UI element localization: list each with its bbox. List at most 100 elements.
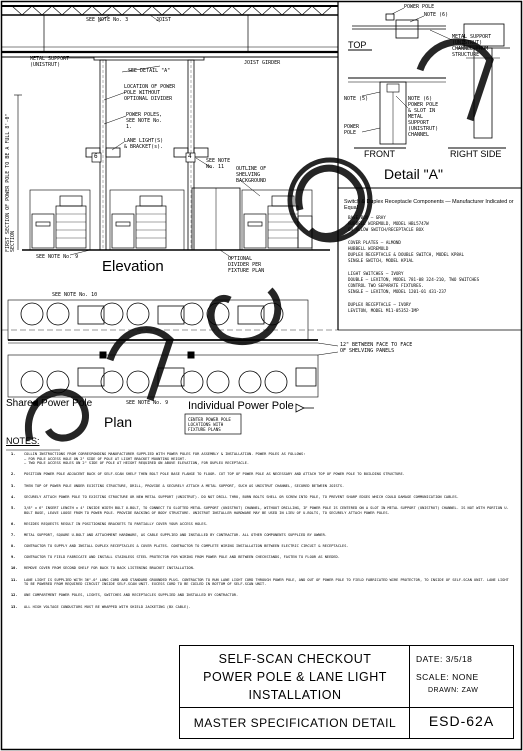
note-text: LANE LIGHT IS SUPPLIED WITH 36"-0" LONG … xyxy=(24,577,509,587)
note-item: 2. POSITION POWER POLE ADJACENT BACK OF S… xyxy=(8,472,513,477)
callout-optional-divider: OPTIONAL DIVIDER PER FIXTURE PLAN xyxy=(228,256,265,274)
components-title: Switch & Duplex Receptacle Components — … xyxy=(344,199,514,212)
note-item: 5. 3/8" x 6" INSERT LENGTH x 4" INSIDE WI… xyxy=(8,506,513,515)
note-number: 7. xyxy=(11,532,16,537)
title-block-info-cell: DATE: 3/5/18 SCALE: NONE DRAWN: ZAW xyxy=(410,646,513,708)
callout-joist: JOIST xyxy=(156,17,172,23)
callout-pole-location: LOCATION OF POWER POLE WITHOUT OPTIONAL … xyxy=(124,84,176,102)
note-number: 1. xyxy=(11,452,16,456)
note-sub-item: – TWO POLE ACCESS HOLES ON 2" SIDE OF PO… xyxy=(24,461,250,466)
note-number: 6. xyxy=(11,521,16,526)
detail-power-pole: POWER POLE xyxy=(344,124,360,136)
title-line-3: INSTALLATION xyxy=(248,688,342,702)
callout-see-note-3: SEE NOTE No. 3 xyxy=(86,17,129,23)
note-item: 10. REMOVE COVER FROM SECOND SHELF FOR BA… xyxy=(8,566,513,571)
callout-metal-support: METAL SUPPORT (UNISTRUT) xyxy=(30,56,70,68)
notes-heading: NOTES: xyxy=(6,436,40,446)
title-block-title-cell: SELF-SCAN CHECKOUT POWER POLE & LANE LIG… xyxy=(180,646,410,708)
detail-top-note: NOTE (6) xyxy=(424,12,449,18)
callout-first-section: FIRST SECTION OF POWER POLE TO BE A FULL… xyxy=(5,113,16,252)
component-line: DUPLEX RECEPTACLE — IVORY xyxy=(348,301,412,307)
note-text: METAL SUPPORT, SQUARE U-BOLT AND ATTACHM… xyxy=(24,532,327,537)
title-line-2: POWER POLE & LANE LIGHT xyxy=(203,670,387,684)
note-item: 3. THEN TOP OF POWER POLE UNDER EXISTING … xyxy=(8,484,513,489)
detail-metal-support: METAL SUPPORT (UNISTRUT) CHANNEL FROM ST… xyxy=(452,34,492,58)
master-spec-label: MASTER SPECIFICATION DETAIL xyxy=(193,716,397,730)
note-text: SECURELY ATTACH POWER POLE TO EXISTING S… xyxy=(24,494,459,499)
note-number: 13. xyxy=(11,604,18,609)
note-text: ONE COMPARTMENT POWER POLES, LIGHTS, SWI… xyxy=(24,593,239,598)
note-number: 9. xyxy=(11,555,16,560)
scale-value: NONE xyxy=(452,672,479,682)
component-line: HUBBELL WIREMOLD, MODEL HBL5747W xyxy=(348,221,429,227)
note-item: 13. ALL HIGH VOLTAGE CONDUCTORS MUST BE W… xyxy=(8,605,513,610)
drawing-number: ESD-62A xyxy=(428,713,495,729)
callout-power-poles: POWER POLES, SEE NOTE No. 1. xyxy=(126,112,163,130)
shared-power-pole-label: Shared Power Pole xyxy=(6,398,93,409)
title-block-master-cell: MASTER SPECIFICATION DETAIL xyxy=(180,708,410,738)
note-item: 7. METAL SUPPORT, SQUARE U-BOLT AND ATTAC… xyxy=(8,533,513,538)
component-line: SINGLE SWITCH, MODEL KP1AL xyxy=(348,258,414,264)
component-line: BASE BOX — GRAY xyxy=(348,215,386,220)
date-value: 3/5/18 xyxy=(445,654,473,664)
note-text: POSITION POWER POLE ADJACENT BACK OF SEL… xyxy=(24,472,405,477)
component-line: LIGHT SWITCHES — IVORY xyxy=(348,270,404,276)
individual-power-pole-label: Individual Power Pole xyxy=(188,400,294,412)
note-text: CONTRACTOR TO SUPPLY AND INSTALL DUPLEX … xyxy=(24,544,349,549)
note-number: 11. xyxy=(11,577,18,582)
note-item: 4. SECURELY ATTACH POWER POLE TO EXISTING… xyxy=(8,495,513,500)
note-text: ALL HIGH VOLTAGE CONDUCTORS MUST BE WRAP… xyxy=(24,604,191,609)
callout-lane-light: LANE LIGHT(S) & BRACKET(s). xyxy=(124,138,164,150)
copy-watermark xyxy=(24,38,494,442)
component-line: LEVITON, MODEL M11-05352-IMP xyxy=(348,307,419,313)
note-text: THEN TOP OF POWER POLE UNDER EXISTING ST… xyxy=(24,483,345,488)
detail-top-label: TOP xyxy=(348,40,367,50)
component-line: DOUBLE — LEVITON, MODEL 781-08 324-210, … xyxy=(348,276,480,282)
note-sub-item: – FOR POLE ACCESS HOLE ON 2" SIDE OF POL… xyxy=(24,456,187,461)
callout-face-spacing: 12" BETWEEN FACE TO FACE OF SHELVING PAN… xyxy=(340,342,413,354)
note-number: 4. xyxy=(11,494,16,499)
component-line: DUPLEX RECEPTACLE & DOUBLE SWITCH, MODEL… xyxy=(348,252,464,258)
dimension-4: 4 xyxy=(188,153,192,160)
callout-joist-girder: JOIST GIRDER xyxy=(244,60,281,66)
note-text: CONTRACTOR TO FIELD FABRICATE AND INSTAL… xyxy=(24,555,340,560)
note-item: 1. COLLIN INSTRUCTIONS FROM CORRESPONDING… xyxy=(8,452,513,466)
center-pole-note: CENTER POWER POLE LOCATIONS WITH FIXTURE… xyxy=(188,417,231,432)
detail-note-5: NOTE (5) xyxy=(344,96,369,102)
elevation-view xyxy=(2,5,338,259)
component-line: SINGLE — LEVITON, MODEL 1201-01 431-237 xyxy=(348,289,447,295)
note-item: 6. RESIDES REQUESTS RESULT IN POSITIONING… xyxy=(8,522,513,527)
callout-see-note-10: SEE NOTE No. 10 xyxy=(52,292,98,298)
callout-see-note-9-elev: SEE NOTE No. 9 xyxy=(36,254,79,260)
component-line: OR ALLOW SWITCH/RECEPTACLE BOX xyxy=(348,227,424,233)
note-text: COLLIN INSTRUCTIONS FROM CORRESPONDING M… xyxy=(24,452,306,456)
scale-label: SCALE: xyxy=(416,672,450,682)
title-block-number-cell: ESD-62A xyxy=(410,708,513,738)
date-label: DATE: xyxy=(416,654,443,664)
dimension-6: 6 xyxy=(94,153,98,160)
detail-right-side-label: RIGHT SIDE xyxy=(450,149,502,159)
drawn-value: ZAW xyxy=(461,687,479,694)
note-text: RESIDES REQUESTS RESULT IN POSITIONING B… xyxy=(24,521,208,526)
detail-front-label: FRONT xyxy=(364,149,395,159)
note-number: 5. xyxy=(11,505,16,510)
note-text: 3/8" x 6" INSERT LENGTH x 4" INSIDE WIDT… xyxy=(24,505,509,515)
note-item: 12.ONE COMPARTMENT POWER POLES, LIGHTS, … xyxy=(8,593,513,598)
note-number: 3. xyxy=(11,483,16,488)
component-line: COVER PLATES — ALMOND xyxy=(348,239,401,245)
note-item: 8. CONTRACTOR TO SUPPLY AND INSTALL DUPLE… xyxy=(8,544,513,549)
elevation-label: Elevation xyxy=(102,258,164,275)
plan-label: Plan xyxy=(104,414,133,430)
note-number: 8. xyxy=(11,544,16,549)
note-item: 11. LANE LIGHT IS SUPPLIED WITH 36"-0" LO… xyxy=(8,578,513,587)
note-item: 9. CONTRACTOR TO FIELD FABRICATE AND INST… xyxy=(8,555,513,560)
detail-pole-note: NOTE (6) POWER POLE & SLOT IN METAL SUPP… xyxy=(408,96,439,138)
plan-view xyxy=(7,299,339,435)
note-number: 2. xyxy=(11,472,16,477)
note-number: 10. xyxy=(11,566,18,571)
note-text: REMOVE COVER FROM SECOND SHELF FOR BACK … xyxy=(24,566,195,571)
component-line: HUBBELL WIREMOLD xyxy=(348,245,389,251)
callout-see-note-11: SEE NOTE No. 11 xyxy=(206,158,231,170)
